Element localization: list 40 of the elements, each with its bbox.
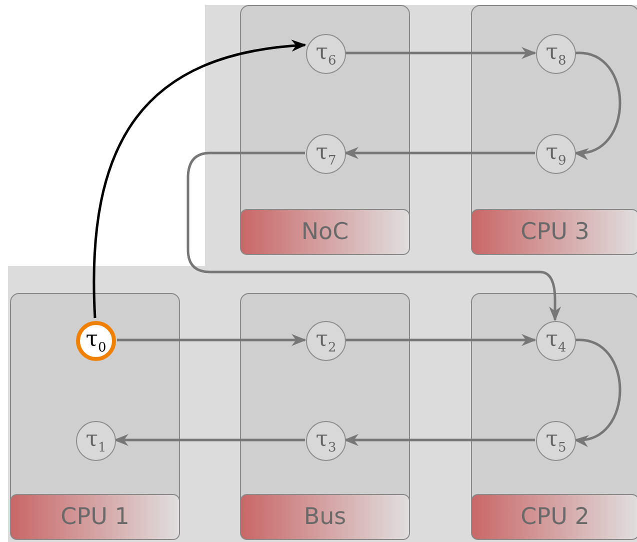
task-circle: [306, 421, 346, 461]
task-label: τ$_{9}$: [546, 140, 566, 168]
processor-label: NoC: [240, 209, 410, 255]
processor-panel: [240, 5, 410, 255]
task-circle: [536, 34, 576, 74]
task-label: τ$_{7}$: [316, 140, 336, 168]
processor-label: CPU 2: [471, 494, 637, 540]
arrow: [344, 147, 535, 159]
arrow: [92, 40, 306, 318]
task-label: τ$_{0}$: [86, 326, 106, 356]
task-circle: [536, 134, 576, 174]
arrow: [186, 152, 561, 322]
task-circle: [306, 321, 346, 361]
arrow: [574, 338, 622, 445]
processor-label: CPU 1: [10, 494, 180, 540]
task-label: τ$_{4}$: [546, 326, 566, 356]
task-label: τ$_{8}$: [546, 40, 566, 68]
processor-panel: [471, 293, 637, 540]
arrow: [345, 47, 536, 59]
processor-label: CPU 3: [471, 209, 637, 255]
task-circle: [536, 421, 576, 461]
task-label: τ$_{6}$: [316, 40, 336, 68]
processor-panel: [10, 293, 180, 540]
arrow: [574, 52, 622, 158]
arrow: [114, 434, 305, 446]
arrow: [117, 334, 306, 346]
task-circle: [536, 321, 576, 361]
task-label: τ$_{3}$: [316, 426, 336, 456]
arrow: [345, 334, 536, 346]
task-circle: [306, 34, 346, 74]
processor-panel: [240, 293, 410, 540]
task-label: τ$_{1}$: [86, 426, 106, 456]
arrow: [344, 434, 535, 446]
task-label: τ$_{2}$: [316, 326, 336, 356]
processor-panel: [471, 5, 637, 255]
task-label: τ$_{5}$: [546, 426, 566, 456]
task-circle: [306, 134, 346, 174]
processor-label: Bus: [240, 494, 410, 540]
task-circle: [76, 421, 116, 461]
task-circle: [76, 321, 116, 361]
